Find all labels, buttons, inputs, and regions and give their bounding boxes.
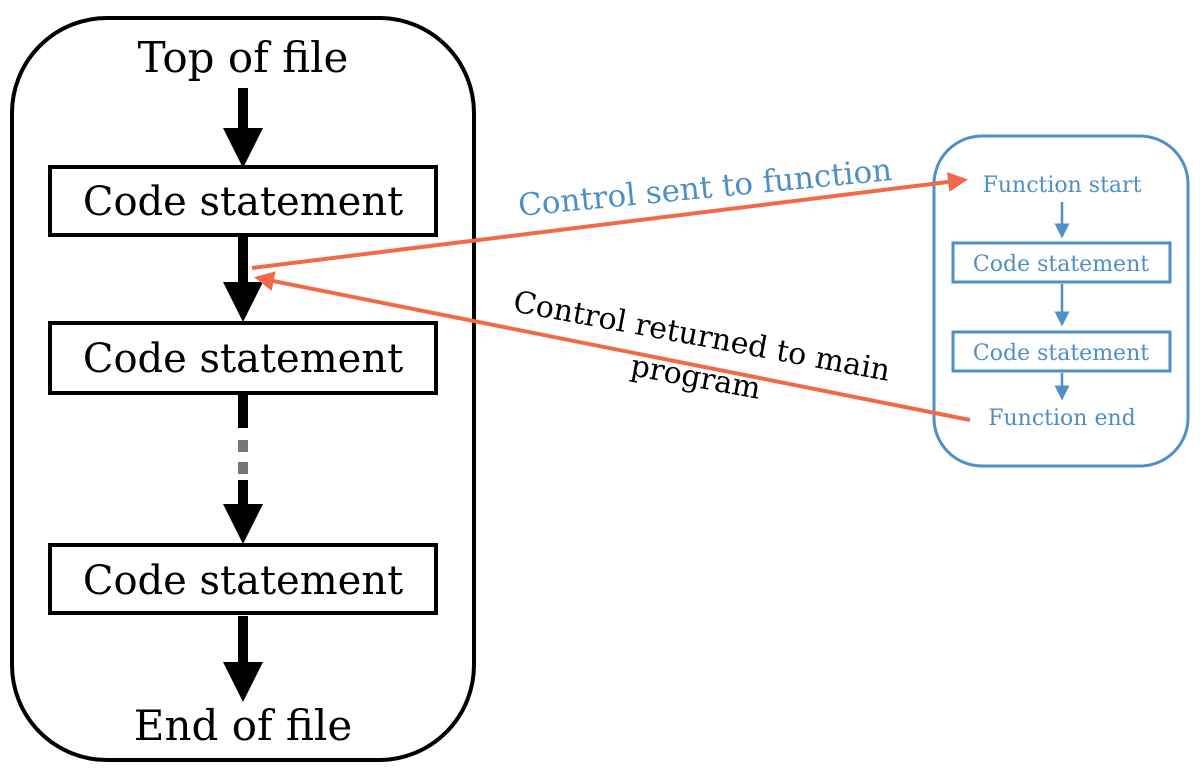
function-frame — [932, 134, 1190, 468]
ellipsis-dot — [238, 462, 248, 474]
control-sent-arrow — [251, 172, 968, 270]
function-block: Function start Code statement Code state… — [932, 134, 1190, 468]
ellipsis-dot — [238, 440, 248, 452]
code-statement-box-1 — [48, 165, 438, 237]
code-statement-label: Code statement — [83, 336, 403, 382]
function-code-statement-label: Code statement — [973, 252, 1149, 277]
function-code-statement-box-2 — [951, 330, 1172, 373]
main-program-frame — [10, 16, 476, 762]
function-end-label: Function end — [988, 406, 1135, 431]
code-statement-label: Code statement — [83, 558, 403, 604]
function-code-statement-label: Code statement — [973, 341, 1149, 366]
end-of-file-label: End of file — [134, 701, 352, 750]
main-program: Top of file Code statement Code statemen… — [10, 16, 476, 762]
function-code-statement-box-1 — [951, 241, 1172, 284]
code-statement-box-3 — [48, 543, 438, 615]
control-returned-arrow — [254, 271, 971, 422]
code-statement-label: Code statement — [83, 179, 403, 225]
top-of-file-label: Top of file — [138, 33, 349, 82]
code-statement-box-2 — [48, 321, 438, 395]
function-start-label: Function start — [983, 173, 1142, 198]
